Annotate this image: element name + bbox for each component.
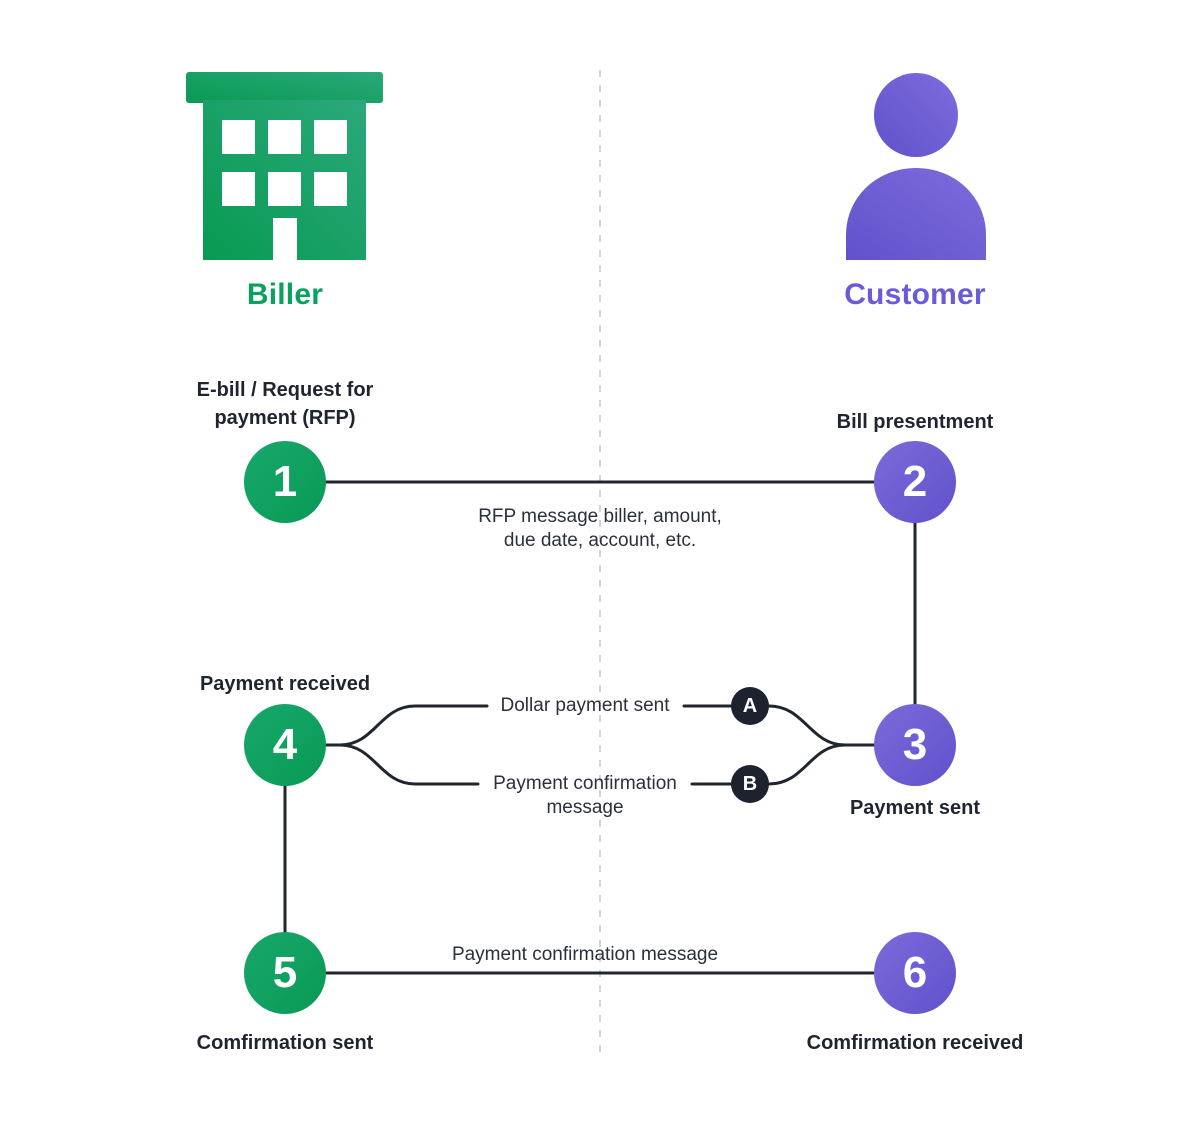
fork-bottom-right: [690, 743, 847, 786]
building-window: [268, 172, 301, 206]
step-label-ebill-rfp: E-bill / Request for payment (RFP): [196, 379, 374, 429]
fork-bottom-left: [338, 743, 480, 786]
building-door: [273, 218, 297, 260]
person-head: [874, 73, 958, 157]
step-circle-6: 6: [874, 932, 956, 1014]
building-window: [314, 120, 347, 154]
building-window: [222, 172, 255, 206]
step-circle-4: 4: [244, 704, 326, 786]
step-circle-2: 2: [874, 441, 956, 523]
fork-top-left: [338, 704, 489, 747]
badge-b: B: [731, 765, 769, 803]
step-label-confirmation-sent: Comfirmation sent: [196, 1032, 374, 1054]
rfp-message-text: RFP message biller, amount, due date, ac…: [478, 506, 722, 552]
step-label-bill-presentment: Bill presentment: [836, 411, 994, 433]
biller-label: Biller: [246, 278, 324, 311]
dollar-payment-text: Dollar payment sent: [500, 695, 670, 716]
payment-confirmation-text: Payment confirmation message: [493, 773, 677, 819]
step-number-4: 4: [272, 720, 298, 769]
step-number-6: 6: [902, 948, 928, 997]
step-label-payment-sent: Payment sent: [849, 797, 981, 819]
person-icon: [846, 73, 986, 260]
step-number-3: 3: [902, 720, 928, 769]
final-confirmation-text: Payment confirmation message: [451, 944, 719, 965]
building-icon: [186, 72, 383, 260]
building-window: [222, 120, 255, 154]
building-window: [314, 172, 347, 206]
badge-b-label: B: [742, 773, 758, 795]
step-number-5: 5: [272, 948, 298, 997]
badge-a: A: [731, 687, 769, 725]
building-window: [268, 120, 301, 154]
step-number-1: 1: [272, 457, 298, 506]
step-number-2: 2: [902, 457, 928, 506]
badge-a-label: A: [742, 695, 758, 717]
step-circle-1: 1: [244, 441, 326, 523]
step-circle-5: 5: [244, 932, 326, 1014]
step-label-payment-received: Payment received: [199, 673, 371, 695]
person-body: [846, 168, 986, 260]
step-label-confirmation-received: Comfirmation received: [806, 1032, 1024, 1054]
step-circle-3: 3: [874, 704, 956, 786]
customer-label: Customer: [844, 278, 986, 311]
